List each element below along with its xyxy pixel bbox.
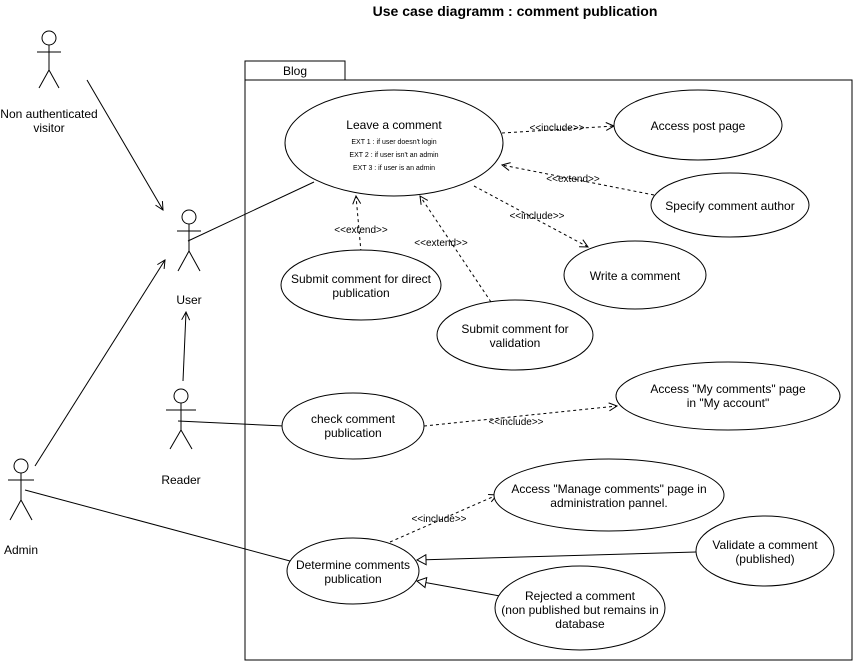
validate-generalization-line (415, 551, 697, 566)
uc-access-manage-comments-line1: Access "Manage comments" page in (511, 482, 706, 496)
package-label: Blog (283, 64, 307, 78)
reader-to-user-line (183, 312, 186, 382)
uc-check-publication[interactable]: check comment publication (281, 392, 425, 460)
uc-rejected-comment-line3: database (555, 617, 605, 631)
actor-reader[interactable]: Reader (161, 388, 201, 487)
admin-to-user-line (34, 260, 165, 467)
include-label-access-post: <<include>> (529, 123, 584, 134)
reader-association-line (177, 420, 285, 427)
uc-access-manage-comments-line2: administration pannel. (550, 496, 667, 510)
extend-submit-direct-line (356, 196, 362, 253)
uc-determine-publication-line1: Determine comments (296, 558, 410, 572)
uc-leave-comment-ext2: EXT 2 : if user isn't an admin (349, 152, 438, 159)
uc-leave-comment-ext1: EXT 1 : if user doesn't login (351, 139, 436, 146)
uc-specify-comment-author[interactable]: Specify comment author (650, 172, 810, 238)
uc-access-my-comments-line2: in "My account" (687, 396, 770, 410)
uc-write-comment[interactable]: Write a comment (563, 240, 707, 310)
extend-label-submit-direct: <<extend>> (334, 225, 388, 236)
include-label-write-comment: <<include>> (509, 211, 564, 222)
include-access-post-line (501, 126, 614, 134)
uc-check-publication-line1: check comment (311, 412, 396, 426)
rejected-generalization-line (415, 576, 501, 597)
uc-submit-validation[interactable]: Submit comment for validation (436, 299, 594, 371)
uc-rejected-comment-line1: Rejected a comment (525, 589, 636, 603)
uc-submit-validation-line1: Submit comment for (461, 322, 568, 336)
actor-reader-label: Reader (161, 473, 200, 487)
include-label-manage-comments: <<include>> (411, 514, 466, 525)
visitor-to-user-line (86, 79, 163, 210)
uc-access-my-comments[interactable]: Access "My comments" page in "My account… (615, 361, 841, 431)
uc-submit-direct[interactable]: Submit comment for direct publication (280, 249, 442, 321)
extend-label-specify-author: <<extend>> (546, 174, 600, 185)
uc-rejected-comment[interactable]: Rejected a comment (non published but re… (494, 565, 666, 651)
uc-submit-validation-line2: validation (490, 336, 541, 350)
uc-access-post-page-label: Access post page (651, 119, 746, 133)
actor-visitor-label-line2: visitor (33, 121, 64, 135)
visitor-stick-figure-icon (37, 30, 61, 89)
uc-leave-comment[interactable]: Leave a comment EXT 1 : if user doesn't … (284, 89, 504, 197)
uc-access-post-page[interactable]: Access post page (613, 89, 783, 161)
uc-access-manage-comments[interactable]: Access "Manage comments" page in adminis… (493, 458, 725, 532)
actor-user[interactable]: User (176, 209, 202, 307)
blog-package: Blog (244, 60, 853, 661)
extend-label-submit-validation: <<extend>> (414, 238, 468, 249)
actor-admin[interactable]: Admin (4, 458, 38, 557)
extend-specify-author-line (502, 165, 655, 196)
actor-admin-label: Admin (4, 543, 38, 557)
uc-specify-comment-author-label: Specify comment author (665, 199, 794, 213)
admin-association-line (24, 489, 291, 562)
uc-rejected-comment-line2: (non published but remains in (501, 603, 658, 617)
uc-leave-comment-ext3: EXT 3 : if user is an admin (353, 165, 435, 172)
actor-user-label: User (176, 293, 201, 307)
uc-validate-comment-line2: (published) (735, 552, 794, 566)
diagram-title: Use case diagramm : comment publication (373, 3, 658, 19)
actor-visitor-label-line1: Non authenticated (0, 107, 97, 121)
include-label-my-comments: <<include>> (488, 417, 543, 428)
uc-validate-comment[interactable]: Validate a comment (published) (695, 515, 835, 587)
actor-visitor[interactable]: Non authenticated visitor (0, 30, 98, 135)
user-association-line (187, 181, 315, 242)
package-frame (244, 79, 853, 661)
uc-determine-publication[interactable]: Determine comments publication (286, 537, 420, 605)
uc-submit-direct-line1: Submit comment for direct (291, 272, 432, 286)
uc-determine-publication-line2: publication (324, 572, 381, 586)
user-stick-figure-icon (177, 209, 201, 272)
admin-stick-figure-icon (8, 458, 34, 521)
uc-access-my-comments-line1: Access "My comments" page (650, 382, 806, 396)
reader-stick-figure-icon (166, 388, 196, 450)
uc-write-comment-label: Write a comment (590, 269, 681, 283)
uc-submit-direct-line2: publication (332, 286, 389, 300)
include-my-comments-line (423, 406, 617, 427)
include-manage-comments-line (389, 495, 497, 543)
uc-check-publication-line2: publication (324, 426, 381, 440)
uc-validate-comment-line1: Validate a comment (712, 538, 818, 552)
uc-leave-comment-label: Leave a comment (346, 118, 442, 132)
